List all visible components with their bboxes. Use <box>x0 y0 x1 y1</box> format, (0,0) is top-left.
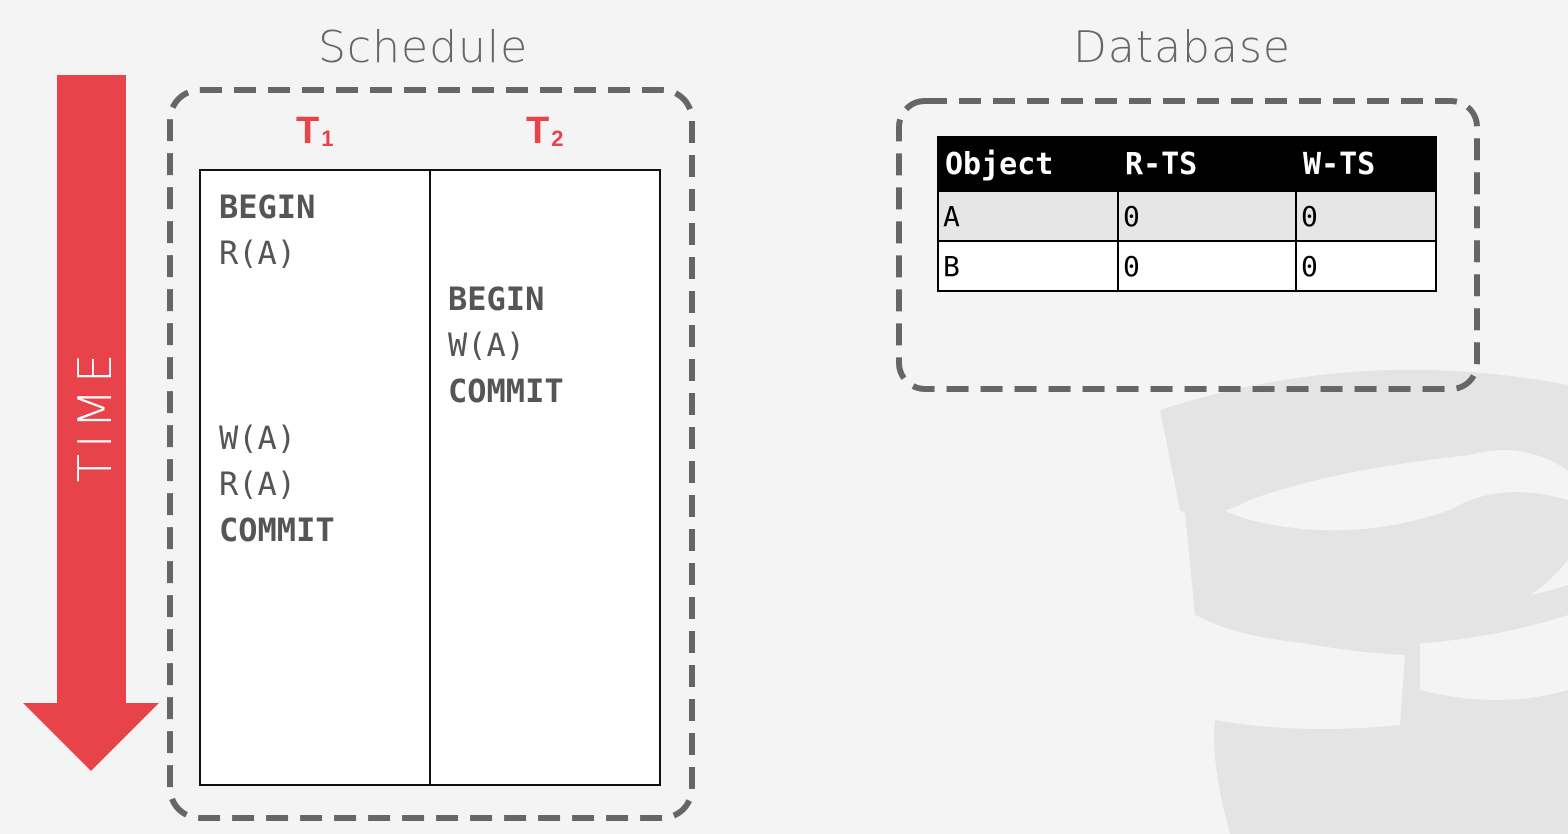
t2-op-begin: BEGIN <box>448 280 545 318</box>
table-cell-r-ts: 0 <box>1117 190 1297 242</box>
table-cell-w-ts: 0 <box>1295 240 1437 292</box>
t1-op-read-a-2: R(A) <box>219 465 297 503</box>
table-header-row: Object R-TS W-TS <box>937 136 1437 192</box>
t1-op-write-a: W(A) <box>219 419 297 457</box>
schedule-grid: BEGIN R(A) W(A) R(A) COMMIT BEGIN W(A) C… <box>199 169 661 786</box>
down-arrow-icon <box>23 75 159 771</box>
table-cell-r-ts: 0 <box>1117 240 1297 292</box>
database-title: Database <box>1073 22 1291 73</box>
table-row: B 0 0 <box>937 240 1437 292</box>
table-cell-object: B <box>937 240 1119 292</box>
time-label: TIME <box>60 335 130 495</box>
schedule-column-t1: BEGIN R(A) W(A) R(A) COMMIT <box>201 171 431 784</box>
table-row: A 0 0 <box>937 190 1437 242</box>
transaction-header-t1: T1 <box>296 110 334 152</box>
t2-op-commit: COMMIT <box>448 372 564 410</box>
database-table: Object R-TS W-TS A 0 0 B 0 0 <box>937 136 1437 292</box>
transaction-header-t2: T2 <box>526 110 564 152</box>
column-header-object: Object <box>937 136 1119 192</box>
t1-op-read-a: R(A) <box>219 234 297 272</box>
column-header-r-ts: R-TS <box>1117 136 1297 192</box>
schedule-title: Schedule <box>318 22 529 73</box>
database-frame <box>896 98 1480 392</box>
table-cell-object: A <box>937 190 1119 242</box>
time-label-text: TIME <box>68 347 123 483</box>
table-cell-w-ts: 0 <box>1295 190 1437 242</box>
time-arrow <box>23 75 159 771</box>
column-header-w-ts: W-TS <box>1295 136 1437 192</box>
t2-op-write-a: W(A) <box>448 326 526 364</box>
schedule-column-t2: BEGIN W(A) COMMIT <box>431 171 659 784</box>
t1-op-commit: COMMIT <box>219 511 335 549</box>
t1-op-begin: BEGIN <box>219 188 316 226</box>
